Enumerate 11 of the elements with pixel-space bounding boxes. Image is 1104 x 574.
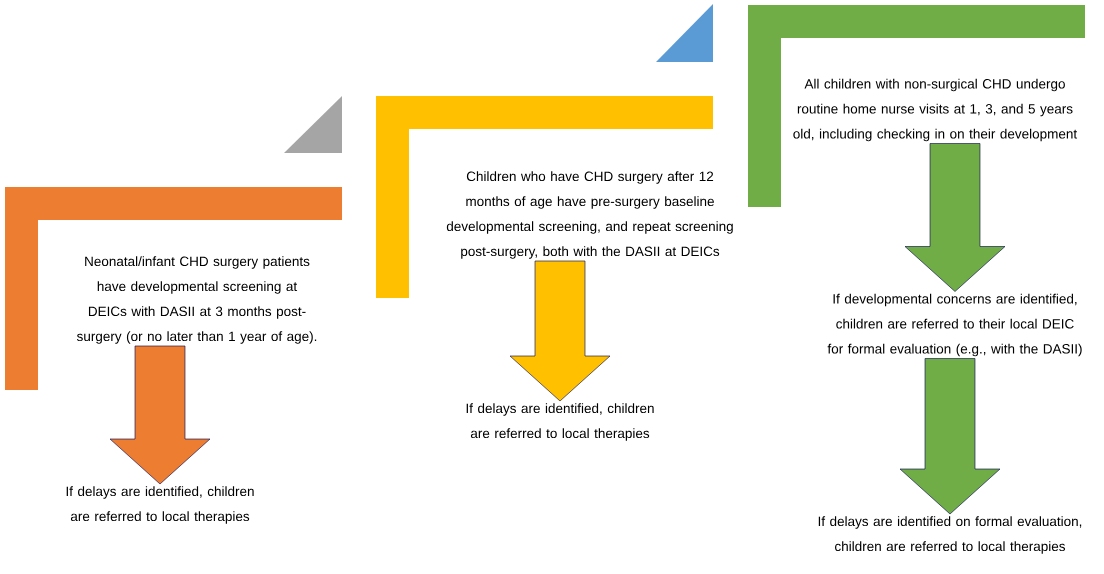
step-text: Neonatal/infant CHD surgery patients have developmental screening at DEICs with DASII at 3 months post-surgery (or no later than 1 year of age). [76,256,317,344]
block-arrow [109,345,211,485]
step-text: If delays are identified, children are referred to local therapies [66,486,254,524]
block-arrow [904,143,1006,292]
block-arrow [509,260,611,402]
step-text: If developmental concerns are identified, children are referred to their local DEIC for formal evaluation (e.g., with the DASII) [827,293,1082,357]
step-text: If delays are identified, children are referred to local therapies [466,403,654,441]
block-arrow [899,358,1001,515]
step-text: If delays are identified on formal evaluation, children are referred to local therapies [818,516,1082,554]
step-text: All children with non-surgical CHD undergo routine home nurse visits at 1, 3, and 5 years old, including checking in on their development [793,78,1078,142]
step-text: Children who have CHD surgery after 12 months of age have pre-surgery baseline developmental screening, and repeat screening post-surgery, both with the DASII at DEICs [446,171,733,259]
